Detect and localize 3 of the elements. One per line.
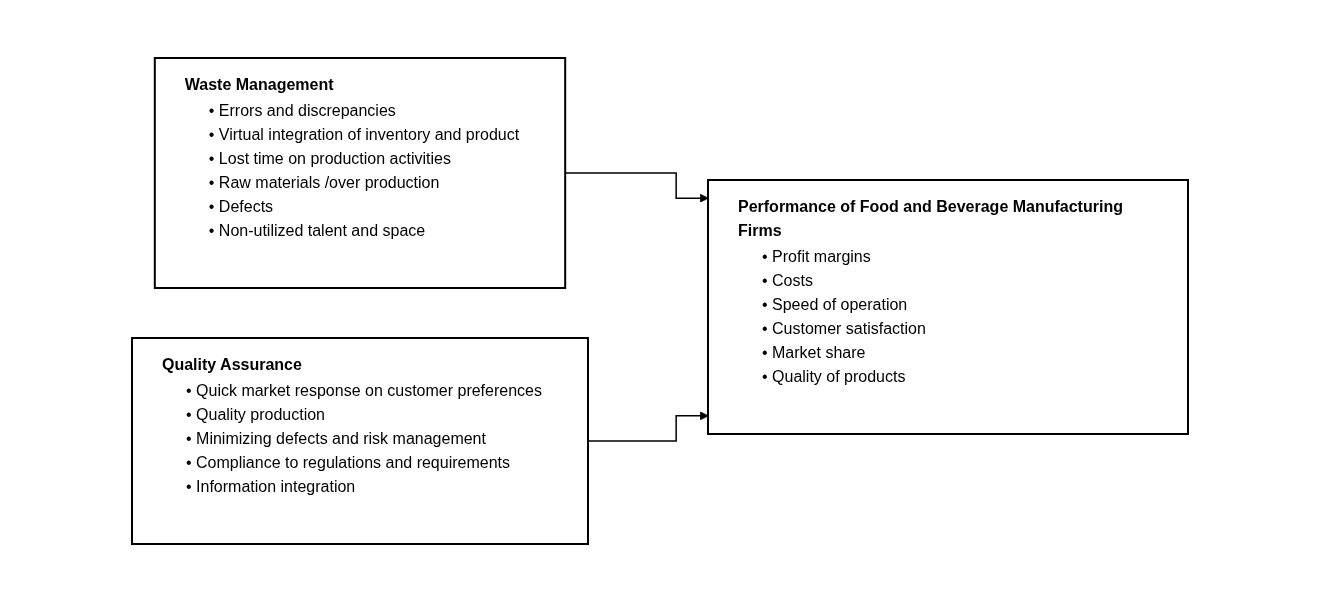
node-box: Waste Management • Errors and discrepancies • Virtual integration of inventory and product • Lost time on production activities • Raw materials /over production • Defects • Non-utilized talent and space <box>153 57 566 289</box>
node-box: Performance of Food and Beverage Manufacturing Firms • Profit margins • Costs • Speed of operation • Customer satisfaction • Market share • Quality of products <box>706 179 1189 435</box>
node-box: Quality Assurance • Quick market response on customer preferences • Quality production • Minimizing defects and risk management • Compliance to regulations and requirements • Information integration <box>130 337 589 545</box>
